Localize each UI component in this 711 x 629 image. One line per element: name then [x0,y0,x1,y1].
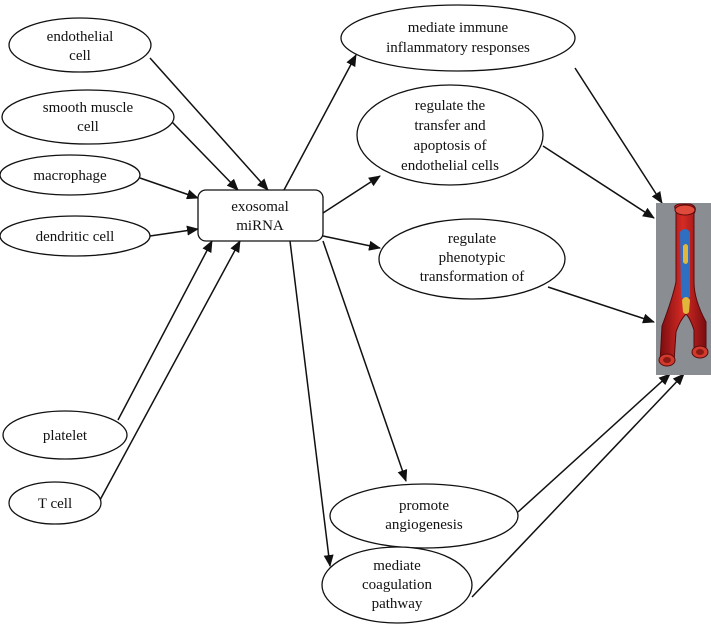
regulate-phenotypic-line-2: phenotypic [439,250,506,266]
arrow-platelet-to-mirna [117,240,213,421]
node-exosomal-mirna: exosomal miRNA [197,189,324,242]
arrow-macrophage-to-mirna [139,177,199,200]
exosomal-mirna-line-1: exosomal [231,199,289,215]
regulate-transfer-line-3: apoptosis of [414,138,487,154]
macrophage-label: macrophage [33,168,107,184]
smooth-muscle-cell-line-1: smooth muscle [43,100,134,116]
t-cell-label: T cell [38,496,72,512]
node-macrophage: macrophage [0,154,141,196]
arrow-mirna-to-coagulation [289,240,334,567]
arrow-smooth-muscle-to-mirna [171,121,239,191]
endothelial-cell-line-2: cell [69,48,91,64]
endothelial-cell-line-1: endothelial [47,29,114,45]
regulate-transfer-line-2: transfer and [414,118,486,134]
node-regulate-phenotypic: regulate phenotypic transformation of [378,218,566,300]
node-dendritic-cell: dendritic cell [0,215,151,257]
mediate-coagulation-line-2: coagulation [362,577,432,593]
regulate-transfer-line-4: endothelial cells [401,158,499,174]
node-endothelial-cell: endothelial cell [8,17,152,73]
arrow-phenotypic-to-vessel [547,286,655,324]
arrow-mirna-to-phenotypic [322,235,381,251]
arrow-mirna-to-immune [283,54,357,191]
regulate-transfer-line-1: regulate the [415,98,486,114]
mediate-coagulation-line-1: mediate [373,558,421,574]
exosomal-mirna-line-2: miRNA [236,218,284,234]
smooth-muscle-cell-line-2: cell [77,119,99,135]
arrow-coagulation-to-vessel [471,373,685,598]
regulate-phenotypic-line-3: transformation of [420,269,525,285]
arrow-immune-to-vessel [574,67,663,204]
node-smooth-muscle-cell: smooth muscle cell [1,89,175,145]
platelet-label: platelet [43,428,88,444]
node-promote-angiogenesis: promote angiogenesis [329,483,519,549]
artery-bifurcation-icon [656,203,711,375]
node-platelet: platelet [2,410,128,460]
promote-angiogenesis-line-2: angiogenesis [385,517,463,533]
mediate-immune-line-1: mediate immune [408,20,509,36]
dendritic-cell-label: dendritic cell [36,229,115,245]
node-t-cell: T cell [8,481,102,525]
arrow-dendritic-to-mirna [149,225,199,237]
node-mediate-coagulation: mediate coagulation pathway [321,546,473,624]
arrows [99,54,685,598]
regulate-phenotypic-line-1: regulate [448,231,497,247]
arrow-tcell-to-mirna [99,240,241,501]
arrow-mirna-to-transfer [322,175,381,214]
node-regulate-transfer: regulate the transfer and apoptosis of e… [356,84,544,186]
promote-angiogenesis-line-1: promote [399,498,449,514]
arrow-angiogenesis-to-vessel [517,373,671,513]
mediate-coagulation-line-3: pathway [372,596,423,612]
arrow-mirna-to-angiogenesis [322,240,408,482]
node-mediate-immune: mediate immune inflammatory responses [340,4,576,72]
arrow-transfer-to-vessel [542,145,655,219]
arrow-endothelial-to-mirna [149,57,269,191]
mediate-immune-line-2: inflammatory responses [386,40,530,56]
